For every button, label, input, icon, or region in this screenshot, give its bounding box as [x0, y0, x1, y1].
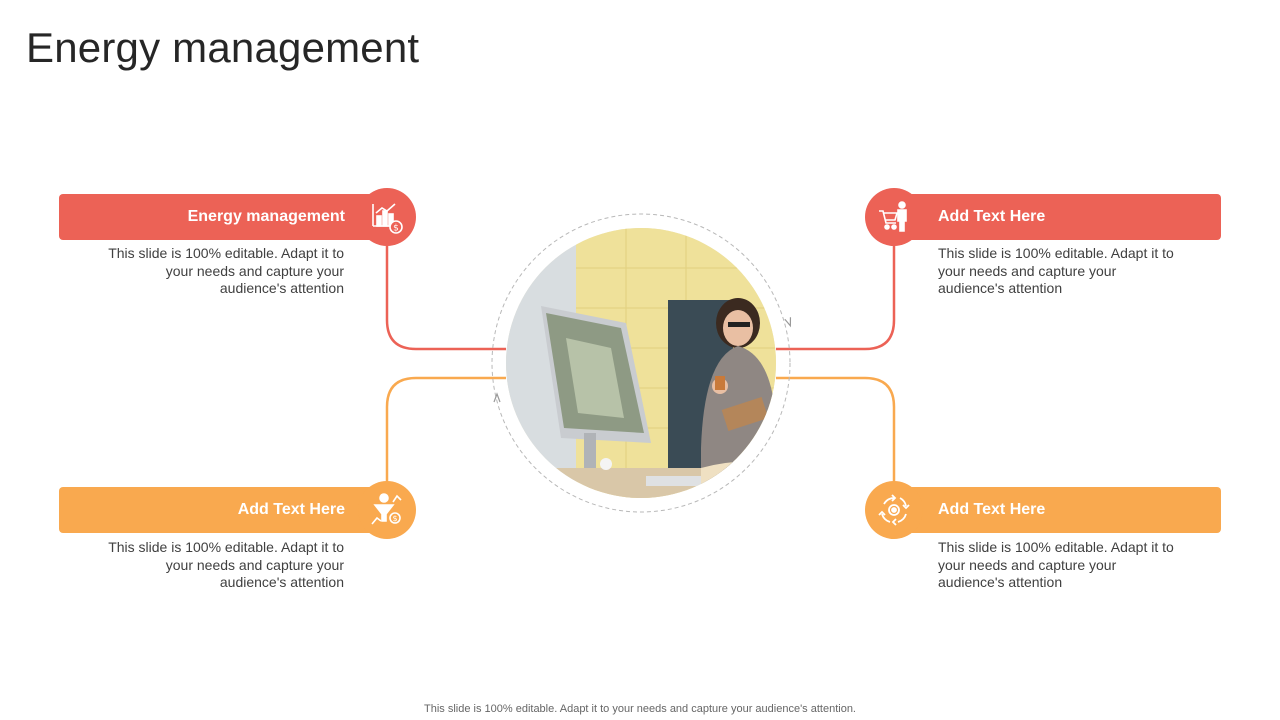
chart-money-icon: $	[358, 188, 416, 246]
item-2-bar: Add Text Here	[893, 194, 1221, 240]
office-photo	[506, 228, 776, 498]
item-3-description: This slide is 100% editable. Adapt it to…	[108, 539, 344, 590]
svg-text:$: $	[393, 224, 399, 234]
item-3-bar: Add Text Here	[59, 487, 389, 533]
item-1-bar: Energy management	[59, 194, 389, 240]
item-3-heading: Add Text Here	[237, 501, 345, 518]
svg-text:$: $	[392, 514, 397, 523]
item-2-description: This slide is 100% editable. Adapt it to…	[938, 245, 1174, 296]
item-4-heading: Add Text Here	[938, 501, 1046, 518]
funnel-money-icon: $	[358, 481, 416, 539]
footer-note: This slide is 100% editable. Adapt it to…	[424, 703, 856, 715]
item-1-heading: Energy management	[187, 208, 345, 225]
item-2-heading: Add Text Here	[938, 208, 1046, 225]
item-4-description: This slide is 100% editable. Adapt it to…	[938, 539, 1174, 590]
item-4-bar: Add Text Here	[893, 487, 1221, 533]
dashed-ring	[491, 213, 792, 513]
slide-title: Energy management	[26, 24, 420, 71]
cycle-arrows-icon	[865, 481, 923, 539]
item-1-description: This slide is 100% editable. Adapt it to…	[108, 245, 344, 296]
shopping-cart-person-icon	[865, 188, 923, 246]
